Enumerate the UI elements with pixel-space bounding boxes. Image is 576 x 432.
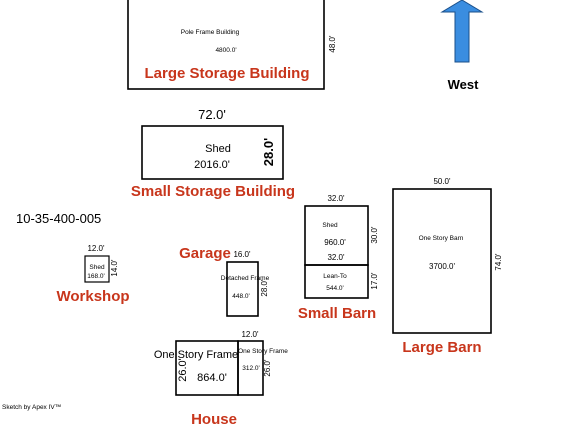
large-storage-area: 4800.0' bbox=[215, 47, 236, 54]
garage-label: Garage bbox=[179, 245, 231, 262]
house-addition-outline bbox=[237, 340, 264, 396]
small-barn-lower-section: Lean-To bbox=[323, 273, 347, 280]
small-barn-label: Small Barn bbox=[298, 305, 376, 322]
parcel-id: 10-35-400-005 bbox=[16, 211, 101, 226]
house-label: House bbox=[191, 411, 237, 428]
small-storage-side-dim: 28.0' bbox=[261, 138, 276, 166]
garage-section: Detached Frame bbox=[221, 275, 270, 282]
large-barn-area: 3700.0' bbox=[429, 262, 455, 271]
small-barn-lower-side-dim: 17.0' bbox=[370, 272, 379, 290]
garage-building: Garage 16.0' Detached Frame 448.0' 28.0' bbox=[179, 245, 270, 317]
large-barn-side-dim: 74.0' bbox=[494, 253, 503, 271]
garage-side-dim: 28.0' bbox=[260, 279, 269, 297]
small-barn-upper-side-dim: 30.0' bbox=[370, 226, 379, 244]
large-barn-label: Large Barn bbox=[402, 339, 481, 356]
small-storage-outline bbox=[141, 125, 284, 180]
large-storage-outline bbox=[127, 0, 325, 90]
large-storage-section: Pole Frame Building bbox=[181, 29, 240, 36]
small-barn-mid-dim: 32.0' bbox=[327, 253, 345, 262]
garage-top-dim: 16.0' bbox=[233, 250, 251, 259]
large-storage-side-dim: 48.0' bbox=[328, 35, 337, 53]
workshop-top-dim: 12.0' bbox=[87, 244, 105, 253]
house-addition-area: 312.0' bbox=[242, 365, 260, 372]
small-storage-area: 2016.0' bbox=[194, 159, 230, 171]
garage-area: 448.0' bbox=[232, 293, 250, 300]
workshop-building: 12.0' Shed 168.0' 14.0' Workshop bbox=[56, 244, 129, 305]
workshop-section: Shed bbox=[89, 264, 105, 271]
small-storage-section: Shed bbox=[205, 143, 231, 155]
small-storage-top-dim: 72.0' bbox=[198, 107, 226, 122]
north-arrow-icon bbox=[440, 0, 484, 63]
compass-label: West bbox=[448, 77, 479, 92]
small-barn-lower-outline bbox=[304, 264, 369, 299]
large-barn-section: One Story Barn bbox=[419, 235, 464, 242]
large-barn-outline bbox=[392, 188, 492, 334]
small-storage-label: Small Storage Building bbox=[131, 183, 295, 200]
workshop-outline bbox=[84, 255, 110, 283]
small-barn-upper-section: Shed bbox=[322, 222, 338, 229]
house-main-area: 864.0' bbox=[197, 372, 227, 384]
small-storage-building: 72.0' Shed 2016.0' 28.0' Small Storage B… bbox=[131, 107, 295, 200]
small-barn-top-dim: 32.0' bbox=[327, 194, 345, 203]
garage-outline bbox=[226, 261, 259, 317]
house-main-section: One Story Frame bbox=[154, 349, 238, 361]
large-storage-building: Pole Frame Building 4800.0' 48.0' Large … bbox=[127, 0, 337, 90]
house-addition-section: One Story Frame bbox=[238, 348, 288, 355]
compass: West bbox=[440, 0, 484, 92]
house-building: 12.0' One Story Frame 26.0' 864.0' One S… bbox=[154, 330, 288, 428]
workshop-label: Workshop bbox=[56, 288, 129, 305]
house-main-side-dim: 26.0' bbox=[177, 358, 189, 382]
small-barn-lower-area: 544.0' bbox=[326, 285, 344, 292]
workshop-area: 168.0' bbox=[87, 273, 105, 280]
large-barn-building: 50.0' One Story Barn 3700.0' 74.0' Large… bbox=[392, 177, 503, 356]
house-addition-top-dim: 12.0' bbox=[241, 330, 259, 339]
small-barn-building: 32.0' Shed 960.0' 30.0' 32.0' Lean-To 54… bbox=[298, 194, 379, 322]
house-addition-side-dim: 26.0' bbox=[263, 359, 272, 377]
footer-credit: Sketch by Apex IV™ bbox=[2, 404, 61, 411]
large-barn-top-dim: 50.0' bbox=[433, 177, 451, 186]
workshop-side-dim: 14.0' bbox=[110, 259, 119, 277]
large-storage-label: Large Storage Building bbox=[144, 65, 309, 82]
small-barn-upper-area: 960.0' bbox=[324, 238, 346, 247]
